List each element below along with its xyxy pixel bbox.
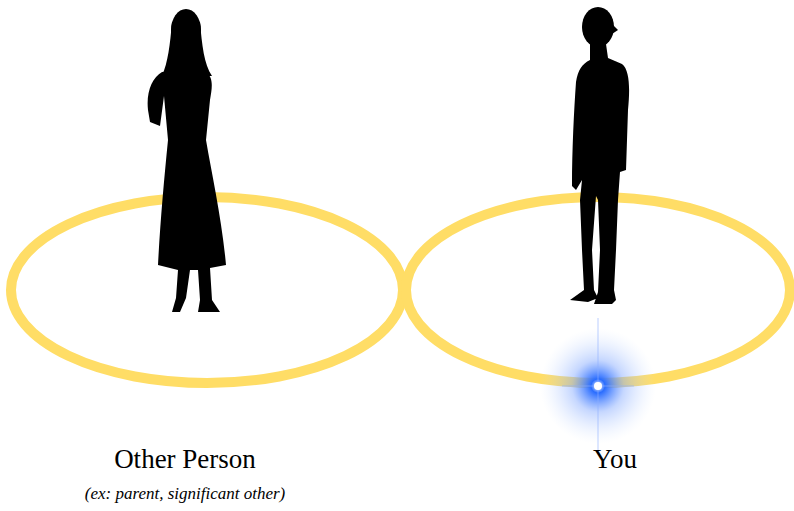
person-label: You (593, 444, 637, 475)
example-note: (ex: parent, significant other) (85, 484, 286, 504)
woman-silhouette (148, 9, 226, 312)
spark-glow (540, 318, 656, 454)
man-silhouette (570, 7, 629, 304)
person-label: Other Person (114, 444, 256, 475)
